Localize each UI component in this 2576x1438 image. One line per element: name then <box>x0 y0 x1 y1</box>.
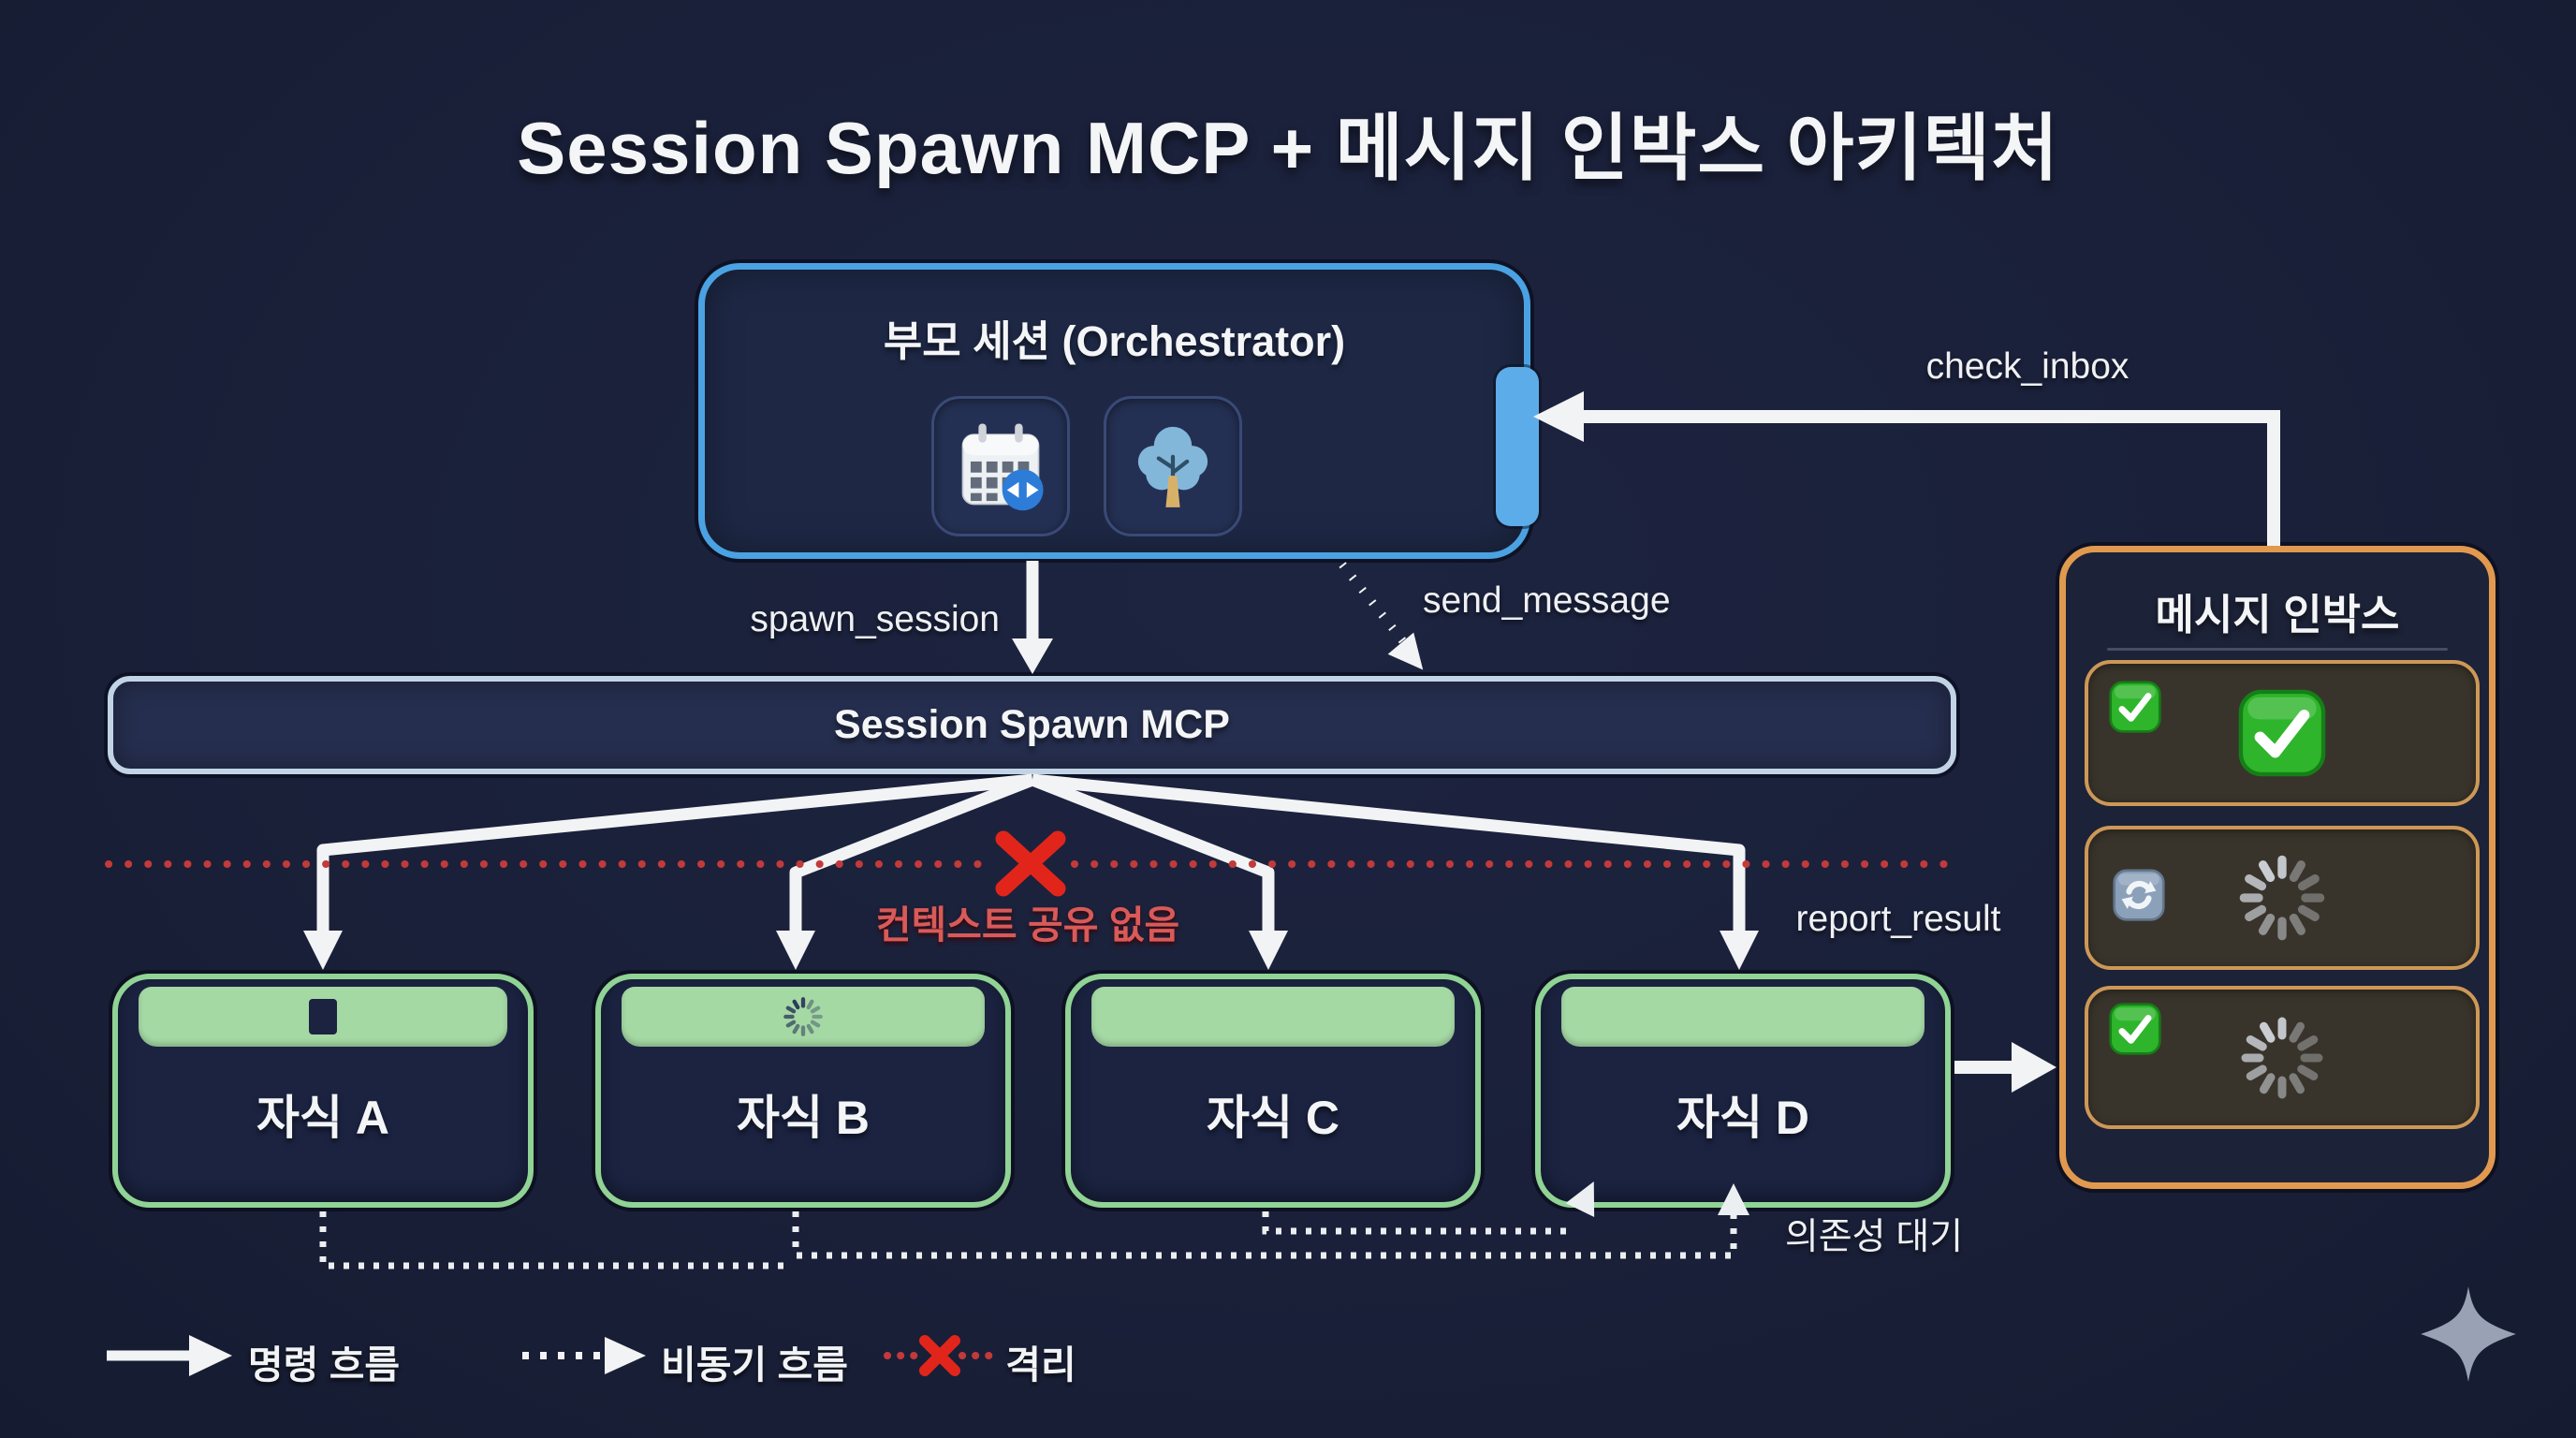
parent-session-port <box>1496 367 1539 526</box>
child-b-label: 자식 B <box>737 1092 870 1144</box>
child-c-label: 자식 C <box>1207 1092 1339 1144</box>
check-inbox-arrow <box>1533 391 2280 546</box>
session-spawn-mcp-label: Session Spawn MCP <box>834 702 1230 747</box>
child-d-label: 자식 D <box>1676 1092 1809 1144</box>
child-a-header <box>139 987 507 1047</box>
refresh-icon <box>2113 869 2165 921</box>
inbox-divider <box>2107 648 2448 651</box>
inbox-row-2 <box>2085 826 2480 970</box>
spawn-session-label: spawn_session <box>750 599 1000 639</box>
child-d-box: 자식 D <box>1535 974 1951 1208</box>
page-title: Session Spawn MCP + 메시지 인박스 아키텍처 <box>517 107 2059 189</box>
child-b-box: 자식 B <box>595 974 1011 1208</box>
message-inbox-title: 메시지 인박스 <box>2155 591 2400 638</box>
send-message-label: send_message <box>1423 580 1671 621</box>
inbox-row-1 <box>2085 660 2480 806</box>
tree-icon <box>1122 416 1223 517</box>
session-spawn-mcp-bar: Session Spawn MCP <box>108 676 1956 774</box>
legend-async-flow-label: 비동기 흐름 <box>661 1343 848 1387</box>
isolation-line <box>105 830 1960 897</box>
check-icon <box>2109 1003 2161 1055</box>
dependency-wait-label: 의존성 대기 <box>1784 1217 1964 1257</box>
tree-tool-tile <box>1104 396 1242 536</box>
isolation-x-icon <box>995 830 1066 897</box>
child-b-header <box>622 987 985 1047</box>
calendar-sync-icon <box>950 416 1051 517</box>
calendar-tool-tile <box>931 396 1070 536</box>
send-message-arrow <box>1339 562 1424 670</box>
message-inbox-box: 메시지 인박스 <box>2059 546 2496 1189</box>
parent-session-title: 부모 세션 (Orchestrator) <box>883 317 1346 365</box>
child-c-box: 자식 C <box>1065 974 1481 1208</box>
legend-isolation-label: 격리 <box>1005 1343 1076 1387</box>
check-inbox-label: check_inbox <box>1925 346 2130 387</box>
dependency-lines <box>319 1181 1749 1269</box>
child-c-header <box>1091 987 1455 1047</box>
report-result-arrow <box>1954 1042 2056 1093</box>
legend-solid-arrow <box>107 1335 232 1376</box>
spawn-session-arrow <box>1012 561 1053 674</box>
sparkle-logo-icon <box>2419 1284 2518 1384</box>
child-a-label: 자식 A <box>256 1092 389 1144</box>
check-icon <box>2109 681 2161 733</box>
no-context-share-label: 컨텍스트 공유 없음 <box>875 903 1180 946</box>
report-result-label: report_result <box>1795 899 2001 939</box>
check-icon <box>2238 689 2326 777</box>
child-b-spinner-icon <box>782 995 825 1038</box>
inbox-row-3 <box>2085 986 2480 1129</box>
child-a-box: 자식 A <box>112 974 534 1208</box>
parent-session-box: 부모 세션 (Orchestrator) <box>698 263 1530 559</box>
spinner-icon <box>2235 851 2329 945</box>
legend-command-flow-label: 명령 흐름 <box>247 1343 401 1387</box>
spinner-icon <box>2237 1013 2327 1103</box>
child-a-cursor-icon <box>309 999 337 1034</box>
child-d-header <box>1561 987 1925 1047</box>
